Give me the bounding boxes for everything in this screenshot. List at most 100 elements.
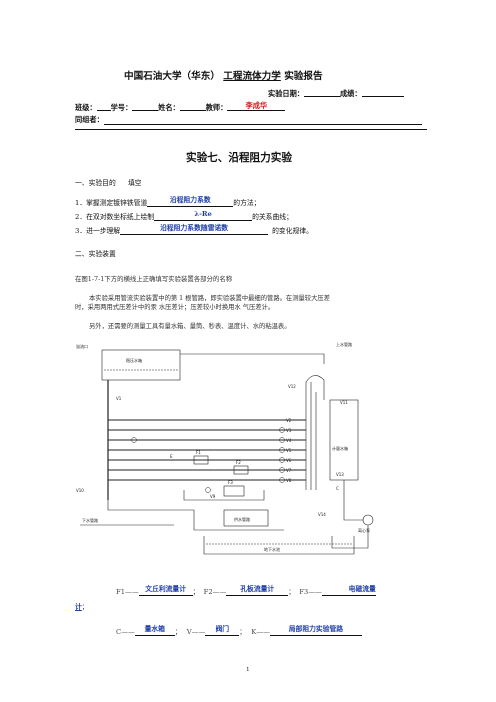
label-upper-tank: 上水管路 <box>336 341 352 347</box>
student-info-row: 班级：学号：姓名：教师：李成华 <box>75 101 286 112</box>
label-pressure-tank: 稳压水箱 <box>126 357 142 363</box>
sep-3: ； <box>81 603 89 611</box>
purpose-item-1: 1．掌握测定镀锌铁管道 沿程阻力系数 的方法； <box>75 197 260 207</box>
teacher-label: 教师： <box>205 102 228 112</box>
label-v12: V12 <box>288 384 296 389</box>
label-v13: V13 <box>336 472 344 477</box>
section1-heading: 一、实验目的 填空 <box>75 180 142 187</box>
manometer-loop <box>305 375 325 400</box>
section2-paragraph-1: 本实验采用管流实验装置中的第 1 根管路，即实验装置中最细的管路。在测量较大压差… <box>75 294 435 312</box>
purpose-item-3-answer-text: 沿程阻力系数随雷诺数 <box>160 224 229 232</box>
purpose-item-3: 3．进一步理解 沿程阻力系数随雷诺数 的变化规律。 <box>75 225 313 235</box>
sep-5: ； <box>239 628 247 637</box>
name-field[interactable] <box>179 102 206 111</box>
teacher-name: 李成华 <box>245 101 268 110</box>
f2-answer-text: 孔板流量计 <box>240 585 275 593</box>
course-name: 工程流体力学 <box>223 71 281 82</box>
lower-bypass <box>183 490 265 501</box>
section2-title: 二、实验装置 <box>75 250 116 258</box>
header-divider <box>75 129 427 130</box>
apparatus-diagram: 溢流口 稳压水箱 上水管路 计量水箱 供水管路 地下水池 离心泵 下水管路 V1… <box>76 341 374 555</box>
label-v3: V3 <box>286 428 292 433</box>
purpose-item-1-answer[interactable]: 沿程阻力系数 <box>147 196 234 207</box>
k-label: K—— <box>251 628 270 637</box>
pump-line <box>343 480 363 521</box>
name-label: 姓名： <box>158 102 180 112</box>
label-v9: V9 <box>210 494 216 499</box>
pump-suction <box>331 525 369 549</box>
f3-answer-text-part2: 计 <box>75 603 82 611</box>
label-supply-box: 供水管路 <box>234 516 250 522</box>
label-pump: 离心泵 <box>358 527 370 533</box>
f3-answer[interactable]: 电磁流量 <box>321 585 376 596</box>
label-v11: V11 <box>340 400 348 405</box>
label-v10: V10 <box>76 488 84 493</box>
label-v5: V5 <box>286 448 292 453</box>
label-v2: V2 <box>286 418 292 423</box>
para1-line1: 本实验采用管流实验装置中的第 1 根管路，即实验装置中最细的管路。在测量较大压差 <box>89 295 330 302</box>
teacher-field: 李成华 <box>227 101 286 111</box>
label-f3: F3 <box>228 480 233 485</box>
purpose-item-1-answer-text: 沿程阻力系数 <box>169 196 211 204</box>
v-answer-text: 阀门 <box>215 625 230 633</box>
score-label: 成绩： <box>339 88 362 98</box>
date-label: 实验日期： <box>268 88 304 98</box>
pump <box>362 514 374 526</box>
section2-paragraph-2: 另外，还需要的测量工具有量水箱、量筒、秒表、温度计、水的粘温表。 <box>89 323 291 330</box>
page-number: 1 <box>246 667 250 673</box>
f1-answer-text: 文丘利流量计 <box>145 585 187 593</box>
metering-tank <box>329 399 359 481</box>
label-v14: V14 <box>318 512 326 517</box>
label-v6: V6 <box>286 458 292 463</box>
purpose-item-3-answer[interactable]: 沿程阻力系数随雷诺数 <box>120 224 269 235</box>
label-sump: 地下水池 <box>264 546 280 552</box>
flowmeter-f3 <box>223 485 245 497</box>
answer-row-2: C——量水箱； V——阀门； K——局部阻力实验管路 <box>116 626 362 636</box>
upper-pipe <box>180 353 325 364</box>
group-underline <box>104 124 422 125</box>
purpose-item-3-suffix: 的变化规律。 <box>272 227 313 236</box>
purpose-item-1-suffix: 的方法； <box>233 199 261 208</box>
label-lower-pipe: 下水管路 <box>82 517 98 523</box>
purpose-item-3-prefix: 3．进一步理解 <box>75 227 121 236</box>
student-id-field[interactable] <box>132 102 159 111</box>
c-label: C—— <box>116 628 135 637</box>
f1-label: F1—— <box>116 588 139 597</box>
f2-answer[interactable]: 孔板流量计 <box>226 585 289 596</box>
answer-row-1-continued: 计； <box>75 604 89 611</box>
k-answer[interactable]: 局部阻力实验管路 <box>269 626 362 636</box>
purpose-item-2-answer[interactable]: λ-Re <box>154 210 253 221</box>
date-field[interactable] <box>303 88 340 97</box>
sep-4: ； <box>174 628 182 637</box>
c-answer[interactable]: 量水箱 <box>134 625 175 636</box>
label-f2: F2 <box>236 460 241 465</box>
valve-markers <box>131 427 285 493</box>
f1-answer[interactable]: 文丘利流量计 <box>138 585 193 596</box>
score-field[interactable] <box>361 88 404 97</box>
class-field[interactable] <box>96 102 111 111</box>
section2-intro: 在图1-7-1下方的横线上正确填写实验装置各部分的名称 <box>75 275 233 283</box>
purpose-item-2-answer-text: λ-Re <box>194 210 212 218</box>
supply-loop <box>107 500 284 531</box>
f3-label: F3—— <box>299 588 322 597</box>
purpose-item-1-prefix: 1．掌握测定镀锌铁管道 <box>75 199 148 208</box>
c-answer-text: 量水箱 <box>144 625 165 633</box>
date-score-row: 实验日期： 成绩： <box>268 88 404 97</box>
para1-line2: 时，采用两用式压差计中的汞 水压差计；压差较小时换用水 气压差计。 <box>75 304 275 312</box>
class-label: 班级： <box>75 102 97 112</box>
section1-note: 填空 <box>127 179 142 187</box>
label-c: C <box>336 486 339 491</box>
pressure-tank <box>101 349 181 381</box>
university-name: 中国石油大学（华东） <box>124 71 220 82</box>
f3-answer-text-part1: 电磁流量 <box>348 585 376 593</box>
purpose-item-2-suffix: 的关系曲线； <box>252 213 293 222</box>
group-row: 同组者： <box>75 116 104 123</box>
v-answer[interactable]: 阀门 <box>205 625 240 636</box>
f2-label: F2—— <box>203 588 227 597</box>
flowmeter-f2 <box>233 465 249 475</box>
report-label: 实验报告 <box>284 71 323 82</box>
label-metering-tank: 计量水箱 <box>332 445 348 451</box>
label-v7: V7 <box>286 468 292 473</box>
